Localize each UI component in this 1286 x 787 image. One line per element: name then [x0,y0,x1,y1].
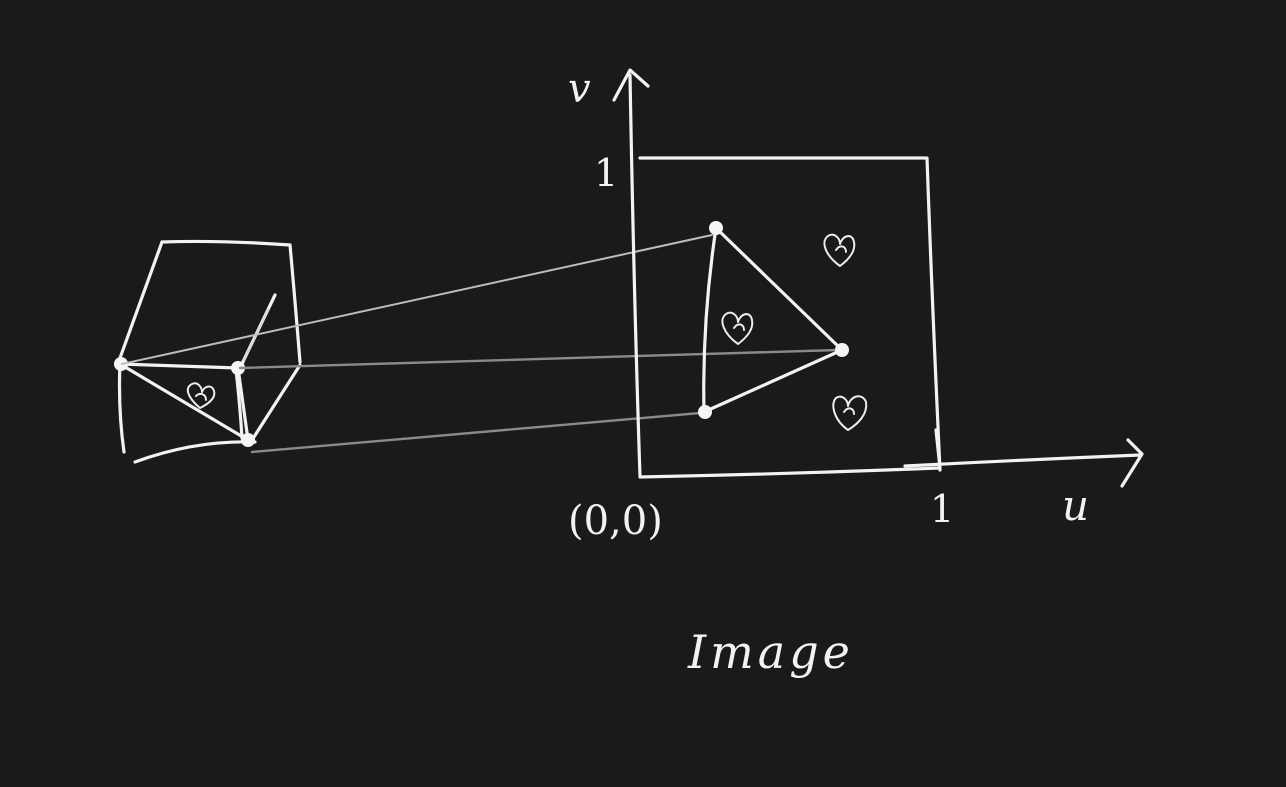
unit-square-right [925,156,942,472]
u-axis [903,453,1142,468]
uv-vertex-1 [709,221,723,235]
u-axis-arrowhead-icon [1120,438,1144,488]
origin-label: (0,0) [568,498,663,544]
cube-right-top-edge [288,243,302,364]
cube-left-vertical-edge [117,360,126,454]
uv-axes [612,68,1144,488]
uv-vertex-2 [835,343,849,357]
cube-heart-icon [186,382,216,409]
cube-vertex-3 [241,433,255,447]
projection-line-top [121,234,713,365]
u-axis-label: u [1062,481,1089,530]
cube-top-edge [160,239,292,247]
cube-left-top-edge [118,240,164,360]
u-one-label: 1 [930,487,954,531]
v-one-label: 1 [594,151,618,195]
cube-vertex-2 [231,361,245,375]
cube-triangle [118,362,250,442]
v-axis [628,73,642,478]
uv-triangle [702,226,844,414]
unit-square [638,156,942,479]
heart-icon-2 [721,311,754,345]
projection-lines [121,234,840,454]
image-caption: Image [687,625,854,679]
v-axis-arrowhead-icon [612,68,650,102]
heart-icon-1 [823,233,856,267]
projection-line-middle [238,348,840,370]
cube-bottom-edge [133,440,257,464]
projection-line-bottom [250,411,702,454]
uv-vertex-3 [698,405,712,419]
v-axis-label: v [568,66,591,112]
unit-square-bottom [638,466,940,479]
cube-3d [114,239,302,464]
cube-front-vertical-edge [234,368,244,440]
heart-icon-3 [832,395,868,431]
cube-right-edge [250,363,302,442]
